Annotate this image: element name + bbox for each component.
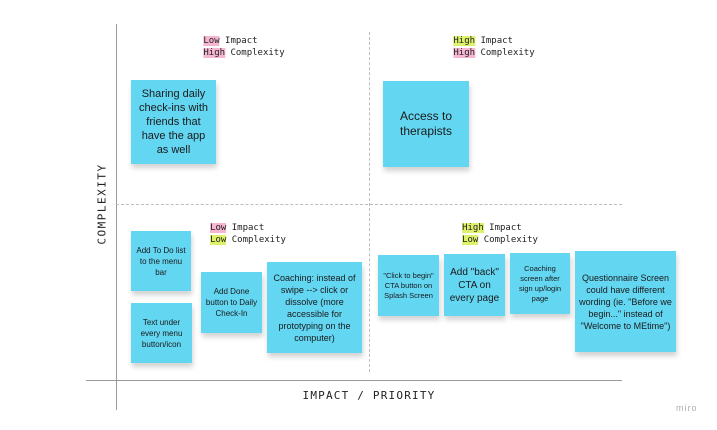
sticky-note-coaching-screen[interactable]: Coaching screen after sign up/login page [510, 253, 570, 314]
complexity-word: Complexity [483, 235, 538, 245]
sticky-note-add-done-button[interactable]: Add Done button to Daily Check-In [201, 272, 262, 333]
sticky-note-add-back-cta[interactable]: Add "back" CTA on every page [444, 254, 505, 316]
sticky-note-text-under-menu[interactable]: Text under every menu button/icon [131, 303, 192, 363]
sticky-note-access-to-therapists[interactable]: Access to therapists [383, 81, 469, 167]
x-axis-label: IMPACT / PRIORITY [302, 389, 436, 402]
complexity-word: Complexity [231, 235, 286, 245]
impact-level: Low [203, 36, 220, 46]
complexity-level: High [453, 48, 476, 58]
impact-word: Impact [231, 223, 265, 233]
complexity-level: High [203, 48, 226, 58]
impact-level: High [453, 36, 476, 46]
sticky-note-add-todo-list[interactable]: Add To Do list to the menu bar [131, 231, 191, 291]
x-axis-line [86, 380, 622, 381]
quadrant-label-top-right: High Impact High Complexity [453, 35, 535, 59]
y-axis-line [116, 24, 117, 410]
complexity-word: Complexity [230, 48, 285, 58]
sticky-note-questionnaire-wording[interactable]: Questionnaire Screen could have differen… [575, 251, 676, 352]
sticky-note-coaching-click[interactable]: Coaching: instead of swipe --> click or … [267, 262, 362, 353]
impact-word: Impact [480, 36, 513, 46]
impact-word: Impact [489, 223, 522, 233]
sticky-note-click-to-begin[interactable]: "Click to begin" CTA button on Splash Sc… [378, 255, 439, 316]
impact-level: Low [210, 223, 227, 233]
complexity-word: Complexity [480, 48, 535, 58]
impact-level: High [462, 223, 484, 233]
y-axis-label: COMPLEXITY [95, 163, 109, 245]
quadrant-label-bottom-left: Low Impact Low Complexity [210, 222, 286, 246]
miro-watermark: miro [676, 403, 698, 413]
quadrant-label-top-left: Low Impact High Complexity [203, 35, 285, 59]
horizontal-divider [116, 204, 622, 205]
quadrant-label-bottom-right: High Impact Low Complexity [462, 222, 538, 246]
vertical-divider [369, 32, 370, 372]
complexity-level: Low [462, 235, 479, 245]
impact-word: Impact [225, 36, 258, 46]
sticky-note-sharing-daily-checkins[interactable]: Sharing daily check-ins with friends tha… [131, 80, 216, 164]
complexity-level: Low [210, 235, 227, 245]
